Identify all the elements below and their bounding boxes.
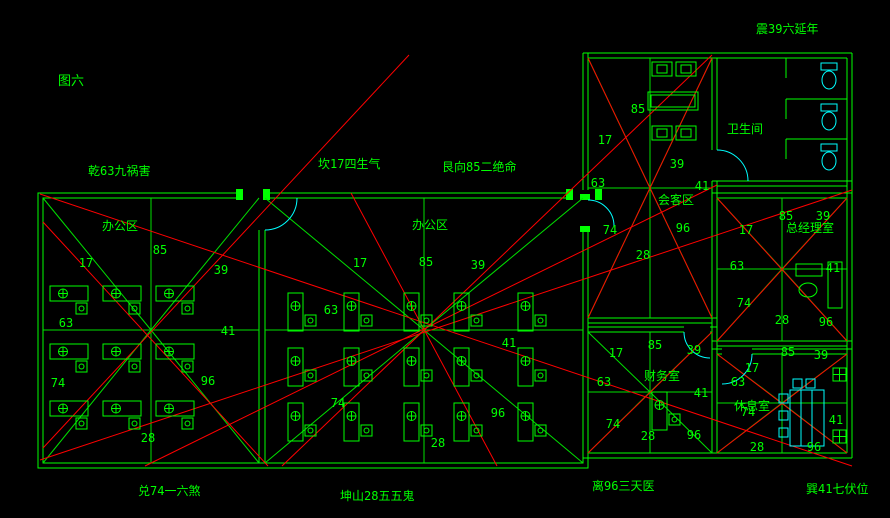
compass-label-zhen: 震39六延年 <box>756 22 818 36</box>
reception-num-l: 63 <box>591 176 605 190</box>
finance-num-br: 96 <box>687 428 701 442</box>
bathroom-label: 卫生间 <box>727 122 763 136</box>
finance-num-tr: 39 <box>687 343 701 357</box>
office-left-num-b: 28 <box>141 431 155 445</box>
office-left-num-br: 96 <box>201 374 215 388</box>
lounge-num-r: 41 <box>829 413 843 427</box>
door-jambs <box>236 189 602 232</box>
manager-num-br: 96 <box>819 315 833 329</box>
finance-num-bl: 74 <box>606 417 620 431</box>
door-arc-finance <box>683 331 711 359</box>
office-left-label: 办公区 <box>102 218 138 233</box>
office-left-num-l: 63 <box>59 316 73 330</box>
reception-num-tr: 39 <box>670 157 684 171</box>
reception-num-tl: 17 <box>598 133 612 147</box>
manager-num-b: 28 <box>775 313 789 327</box>
compass-label-kun: 坤山28五五鬼 <box>340 488 414 503</box>
lounge-num-bl: 74 <box>741 405 755 419</box>
manager-num-tl: 17 <box>739 223 753 237</box>
office-middle-num-r: 41 <box>502 336 516 350</box>
office-middle-label: 办公区 <box>412 217 448 232</box>
finance-num-l: 63 <box>597 375 611 389</box>
compass-label-dui: 兑74一六煞 <box>138 484 200 498</box>
finance-label: 财务室 <box>644 368 680 383</box>
red-orientation-lines <box>39 54 853 467</box>
lounge-label: 休息室 <box>734 398 770 413</box>
lounge-num-tr: 39 <box>814 348 828 362</box>
finance-num-b: 28 <box>641 429 655 443</box>
manager-num-t: 85 <box>779 209 793 223</box>
reception-num-t: 85 <box>631 102 645 116</box>
office-middle-num-l: 63 <box>324 303 338 317</box>
finance-num-r: 41 <box>694 386 708 400</box>
manager-num-tr: 39 <box>816 209 830 223</box>
office-middle-num-tr: 39 <box>471 258 485 272</box>
door-arc-office-divider <box>264 197 298 231</box>
manager-label: 总经理室 <box>786 220 834 235</box>
door-arc-lounge <box>721 353 753 385</box>
reception-furniture <box>647 61 699 141</box>
door-arc-reception <box>587 199 615 227</box>
office-middle-num-t: 85 <box>419 255 433 269</box>
compass-label-li: 离96三天医 <box>592 478 654 493</box>
office-left-num-t: 85 <box>153 243 167 257</box>
compass-label-kan: 坎17四生气 <box>318 156 380 171</box>
compass-label-qian: 乾63九祸害 <box>88 163 150 178</box>
manager-num-bl: 74 <box>737 296 751 310</box>
lounge-num-tl: 17 <box>745 361 759 375</box>
office-left-num-bl: 74 <box>51 376 65 390</box>
office-middle-num-bl: 74 <box>331 396 345 410</box>
walls <box>37 52 853 469</box>
office-left-num-r: 41 <box>221 324 235 338</box>
lounge-num-b: 28 <box>750 440 764 454</box>
office-middle-num-br: 96 <box>491 406 505 420</box>
office-left-num-tr: 39 <box>214 263 228 277</box>
reception-num-bl: 74 <box>603 223 617 237</box>
office-middle-num-b: 28 <box>431 436 445 450</box>
manager-furniture <box>795 261 843 309</box>
reception-num-br: 96 <box>676 221 690 235</box>
lounge-furniture <box>778 378 825 447</box>
reception-num-r: 41 <box>695 179 709 193</box>
office-middle-num-tl: 17 <box>353 256 367 270</box>
office-left-num-tl: 17 <box>79 256 93 270</box>
lounge-num-br: 96 <box>807 440 821 454</box>
door-arc-bathroom <box>716 149 749 182</box>
lounge-num-t: 85 <box>781 345 795 359</box>
finance-num-t: 85 <box>648 338 662 352</box>
finance-num-tl: 17 <box>609 346 623 360</box>
figure-label: 图六 <box>58 74 84 89</box>
lounge-num-l: 63 <box>731 375 745 389</box>
compass-label-gen: 艮向85二绝命 <box>442 159 516 174</box>
door-arcs <box>264 149 753 385</box>
reception-num-b: 28 <box>636 248 650 262</box>
reception-label: 会客区 <box>658 192 694 207</box>
compass-label-xun: 巽41七伏位 <box>806 481 868 496</box>
text-layer: 图六 震39六延年 乾63九祸害 坎17四生气 艮向85二绝命 兑74一六煞 坤… <box>51 22 869 503</box>
manager-num-r: 41 <box>826 261 840 275</box>
manager-num-l: 63 <box>730 259 744 273</box>
